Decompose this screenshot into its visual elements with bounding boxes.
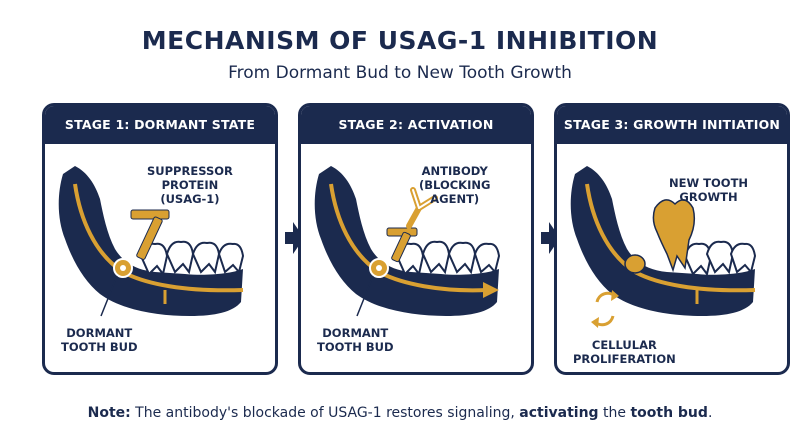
dormant-bud-label: DORMANT TOOTH BUD [317,326,394,354]
stage-2-panel: STAGE 2: ACTIVATION ANTIBODY (B [298,103,534,375]
suppressor-protein [386,227,418,263]
jaw-bone [58,166,244,316]
teeth-row [683,240,757,277]
growing-bud [624,254,646,274]
stage-2-header: STAGE 2: ACTIVATION [301,106,531,144]
jaw-bone [570,166,755,316]
signal-arrowhead [483,282,499,298]
stage-arrow-1 [285,222,304,254]
suppressor-label: SUPPRESSOR PROTEIN (USAG-1) [147,164,233,206]
stage-2-jaw-illustration [314,166,501,317]
suppressor-protein [130,209,170,260]
teeth-row [395,240,501,277]
new-tooth-label: NEW TOOTH GROWTH [669,176,749,204]
antibody-label: ANTIBODY (BLOCKING AGENT) [419,164,491,206]
cellular-proliferation-label: CELLULAR PROLIFERATION [573,338,676,366]
new-tooth [652,199,696,273]
jaw-bone [314,166,499,316]
teeth-row [139,240,245,277]
page-subtitle: From Dormant Bud to New Tooth Growth [228,63,572,83]
stage-1-panel: STAGE 1: DORMANT STATE SUPPRESSOR PROTEI… [42,103,278,375]
stage-3-panel: STAGE 3: GROWTH INITIATION NEW TOOTH GRO… [554,103,790,375]
stage-arrow-2 [541,222,560,254]
stage-1-header: STAGE 1: DORMANT STATE [45,106,275,144]
stage-3-jaw-illustration [570,166,757,328]
stage-3-header: STAGE 3: GROWTH INITIATION [557,106,787,144]
dormant-bud-label: DORMANT TOOTH BUD [61,326,138,354]
page-title: MECHANISM OF USAG-1 INHIBITION [141,26,659,55]
footnote: Note: The antibody's blockade of USAG-1 … [87,405,713,421]
stage-1-jaw-illustration [58,166,245,317]
